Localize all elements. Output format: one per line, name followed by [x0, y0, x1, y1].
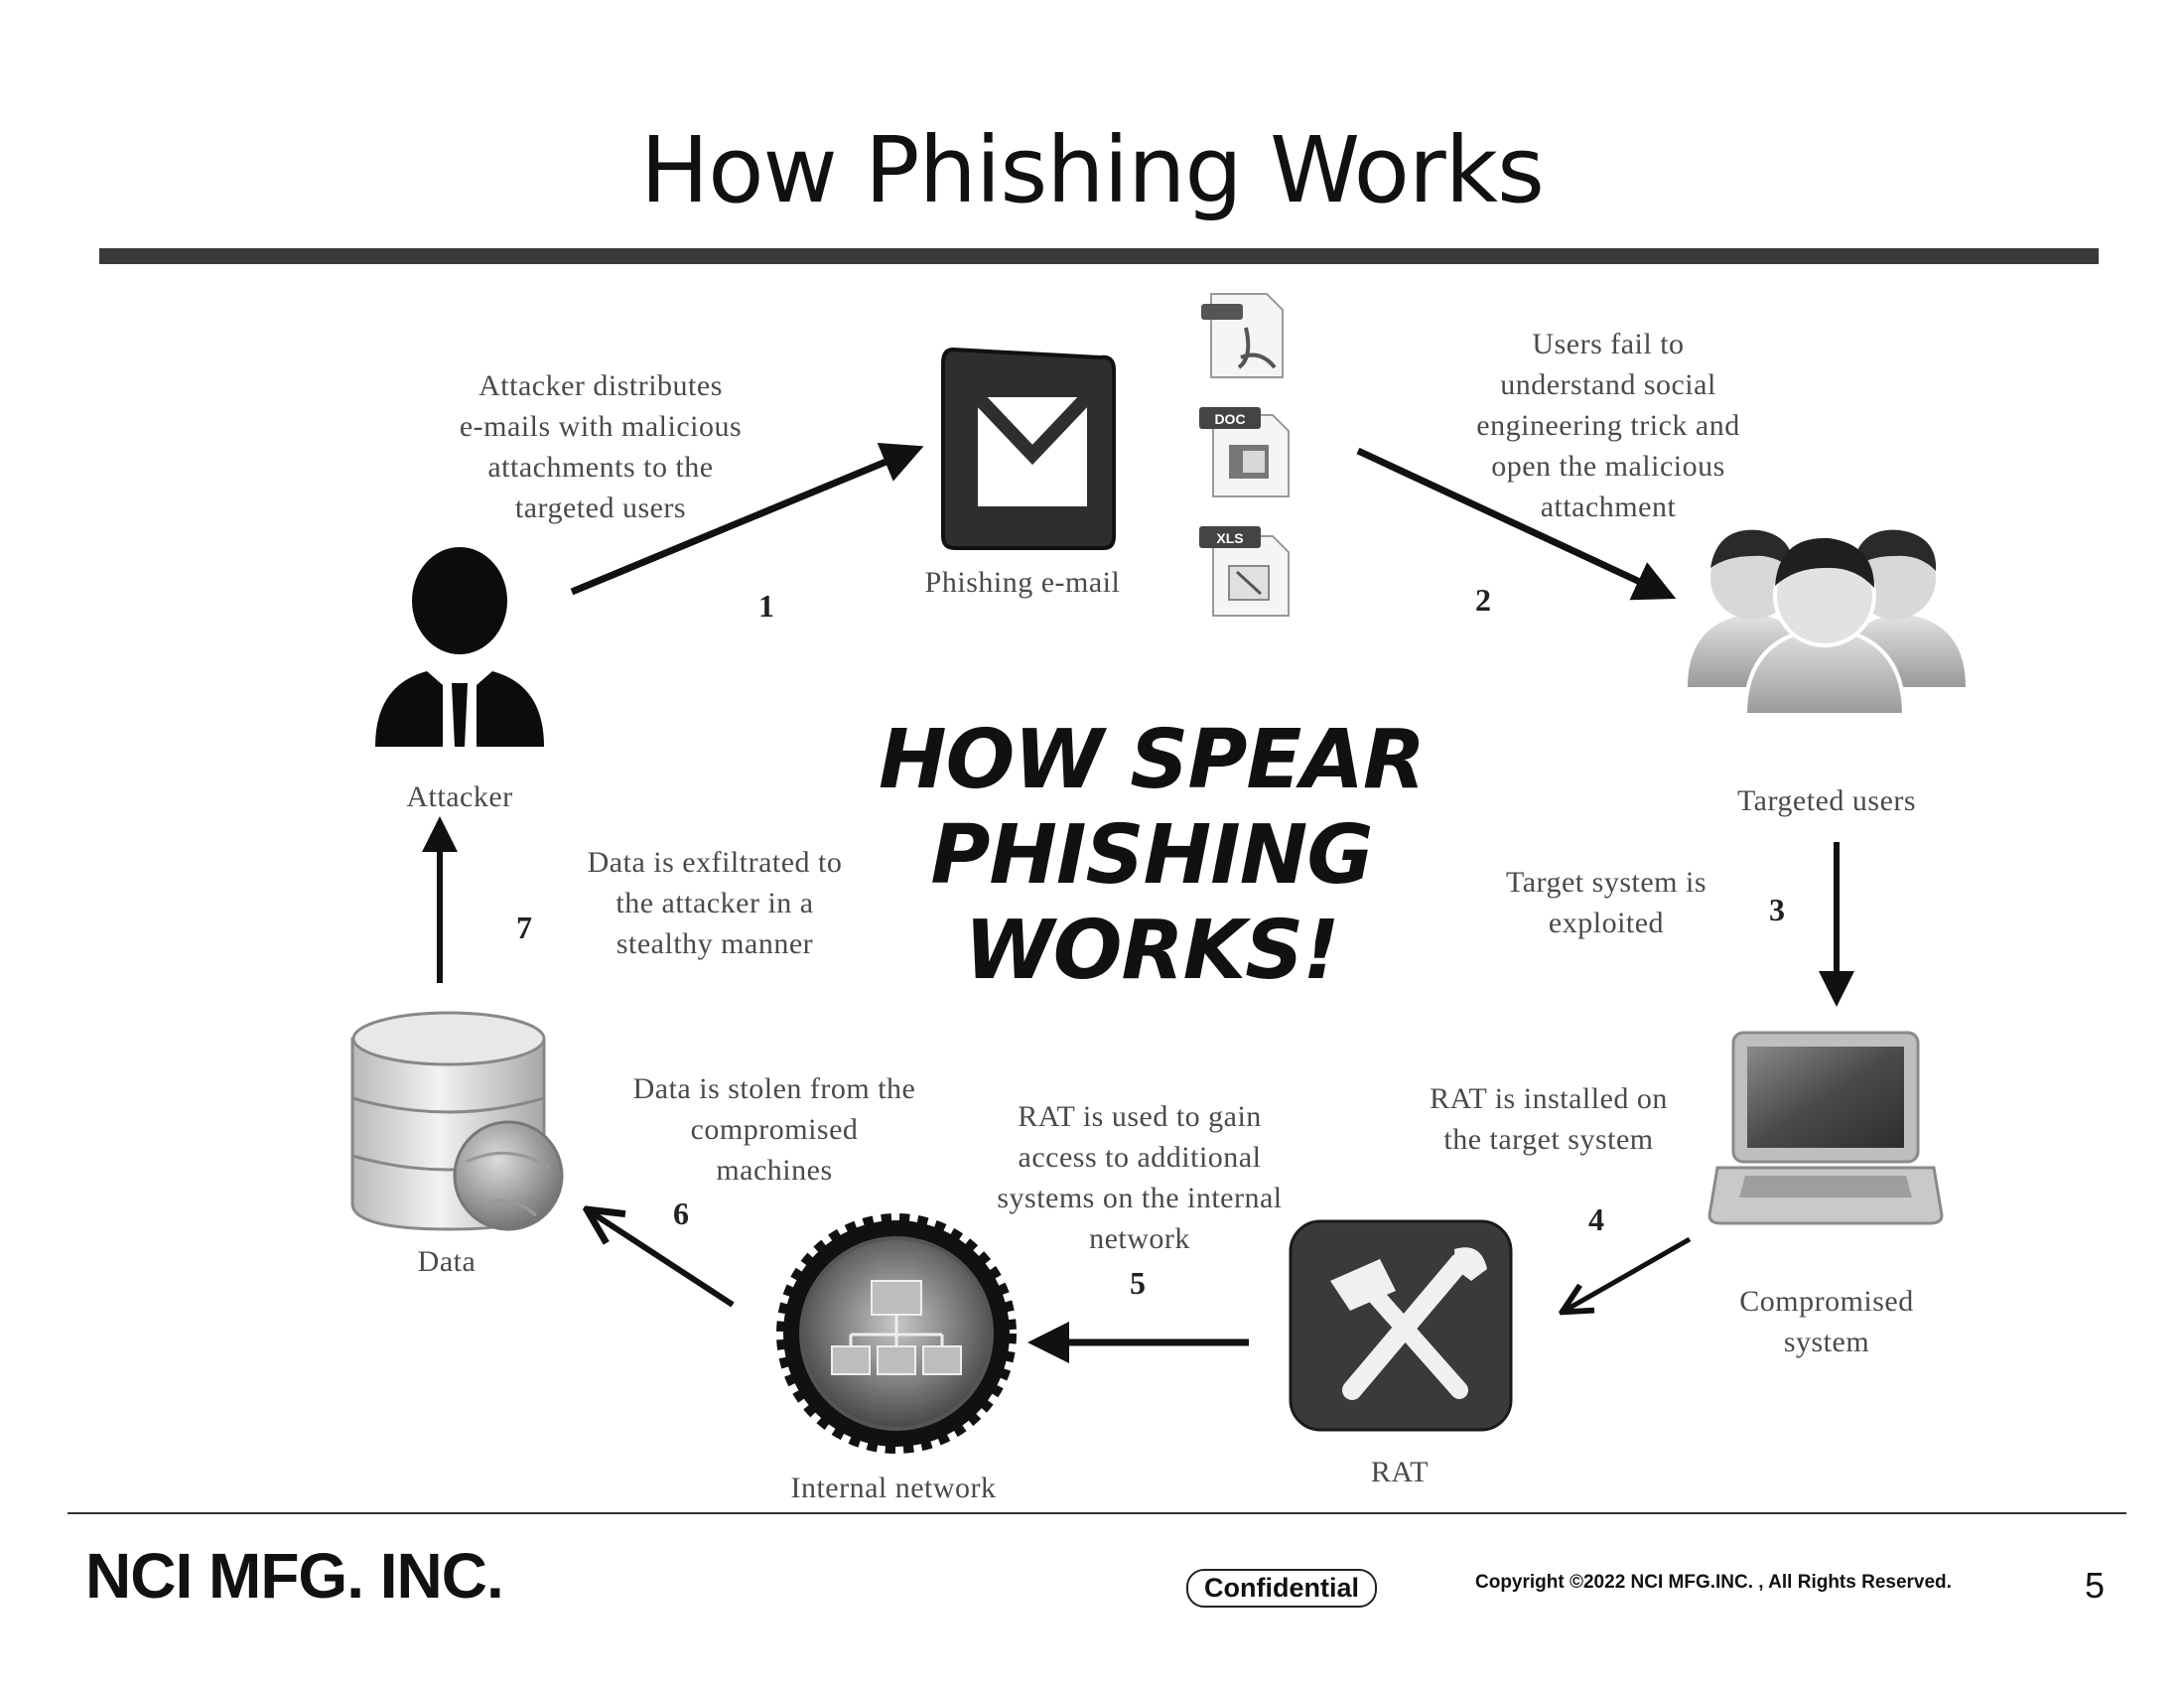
rat-label: RAT: [1370, 1456, 1430, 1488]
step-2-line: open the malicious: [1491, 450, 1725, 483]
page-number: 5: [2085, 1565, 2106, 1606]
step-4-line: the target system: [1443, 1123, 1654, 1156]
step-5-number: 5: [1130, 1265, 1146, 1301]
step-6-line: Data is stolen from the: [632, 1072, 916, 1105]
step-1-description: Attacker distributes e-mails with malici…: [417, 365, 784, 528]
email-envelope-icon: [941, 347, 1116, 550]
step-1-line: e-mails with malicious: [459, 410, 743, 443]
center-title-line-1: HOW SPEAR PHISHING: [878, 713, 1426, 903]
step-2-description: Users fail to understand social engineer…: [1430, 324, 1787, 527]
attacker-label: Attacker: [406, 780, 513, 813]
step-2-line: engineering trick and: [1476, 409, 1740, 442]
arrow-step-1: [570, 442, 924, 596]
step-6-line: machines: [716, 1154, 833, 1187]
step-3-line: Target system is: [1506, 866, 1706, 899]
step-5-line: network: [1089, 1222, 1190, 1255]
doc-badge-label: DOC: [1214, 411, 1245, 427]
step-7-line: stealthy manner: [615, 927, 814, 960]
center-title-line-2: WORKS!: [964, 904, 1339, 998]
step-5-line: systems on the internal: [997, 1182, 1283, 1214]
step-2-line: understand social: [1500, 368, 1716, 401]
step-1-line: targeted users: [514, 492, 687, 524]
step-3-number: 3: [1769, 892, 1785, 927]
arrow-step-2: [1356, 447, 1677, 601]
database-icon: [350, 1011, 564, 1231]
step-6-description: Data is stolen from the compromised mach…: [596, 1068, 953, 1191]
step-3-description: Target system is exploited: [1467, 862, 1745, 943]
step-4-description: RAT is installed on the target system: [1400, 1078, 1698, 1160]
data-label: Data: [417, 1245, 477, 1278]
xls-badge-label: XLS: [1216, 530, 1243, 546]
arrow-step-4: [1565, 1236, 1692, 1311]
step-3-line: exploited: [1548, 907, 1665, 939]
phishing-email-label: Phishing e-mail: [924, 566, 1121, 599]
compromised-system-label-line-1: Compromised: [1739, 1285, 1914, 1318]
xls-file-icon: [1199, 526, 1290, 617]
step-7-line: the attacker in a: [615, 887, 814, 919]
step-4-number: 4: [1588, 1201, 1604, 1237]
internal-network-label: Internal network: [790, 1472, 997, 1504]
step-2-number: 2: [1475, 582, 1491, 618]
company-name: NCI MFG. INC.: [85, 1540, 504, 1612]
step-7-description: Data is exfiltrated to the attacker in a…: [556, 842, 874, 964]
step-1-line: attachments to the: [487, 451, 714, 484]
step-2-line: Users fail to: [1532, 328, 1685, 360]
step-7-number: 7: [516, 910, 532, 945]
targeted-users-label: Targeted users: [1736, 784, 1917, 817]
step-1-line: Attacker distributes: [478, 369, 723, 402]
attacker-icon: [375, 547, 544, 747]
step-5-line: access to additional: [1018, 1141, 1262, 1174]
laptop-icon: [1707, 1031, 1944, 1225]
compromised-system-label: Compromised system: [1688, 1281, 1966, 1362]
targeted-users-icon: [1688, 529, 1966, 717]
rat-tools-icon: [1289, 1219, 1513, 1432]
step-2-line: attachment: [1540, 491, 1677, 523]
compromised-system-label-line-2: system: [1783, 1326, 1870, 1358]
center-title: HOW SPEAR PHISHING WORKS!: [715, 713, 1588, 999]
step-1-number: 1: [758, 588, 774, 624]
step-7-line: Data is exfiltrated to: [587, 846, 843, 879]
step-4-line: RAT is installed on: [1430, 1082, 1668, 1115]
doc-file-icon: [1199, 407, 1290, 497]
step-6-number: 6: [673, 1196, 689, 1231]
step-5-description: RAT is used to gain access to additional…: [971, 1096, 1308, 1259]
page-title: How Phishing Works: [640, 117, 1545, 223]
footer-divider: [68, 1512, 2126, 1514]
step-6-line: compromised: [690, 1113, 859, 1146]
pdf-file-icon: [1201, 293, 1284, 378]
internal-network-icon: [776, 1213, 1017, 1454]
step-5-line: RAT is used to gain: [1018, 1100, 1262, 1133]
arrow-step-6: [590, 1211, 735, 1308]
copyright-notice: Copyright ©2022 NCI MFG.INC. , All Right…: [1475, 1572, 1952, 1593]
title-divider: [99, 248, 2099, 264]
confidential-badge: Confidential: [1186, 1569, 1377, 1608]
